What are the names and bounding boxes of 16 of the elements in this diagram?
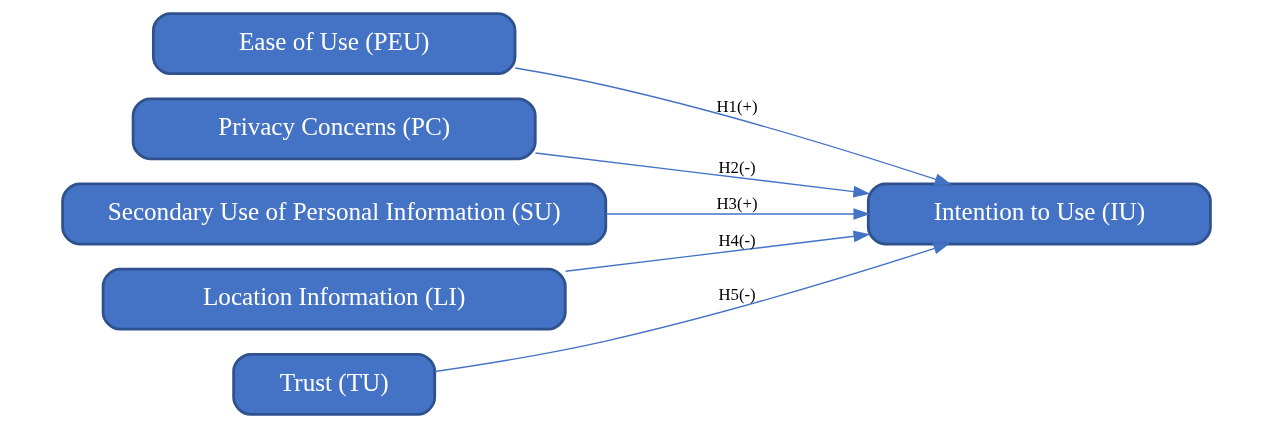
- edge-label: H4(-): [717, 230, 756, 250]
- node-box: Location Information (LI): [101, 267, 567, 331]
- arrow: [604, 208, 870, 220]
- node-box: Secondary Use of Personal Information (SU): [60, 182, 607, 246]
- node-box: Trust (TU): [231, 352, 436, 416]
- edge-label: H2(-): [717, 157, 756, 177]
- arrow: [534, 152, 870, 198]
- arrow: [433, 242, 950, 373]
- arrow: [564, 230, 870, 272]
- arrow: [514, 67, 951, 185]
- node-box: Ease of Use (PEU): [151, 12, 516, 76]
- edge-label: H1(+): [716, 96, 758, 116]
- edge-label: H5(-): [717, 285, 756, 305]
- edge-label: H3(+): [716, 194, 758, 214]
- node-box: Privacy Concerns (PC): [131, 97, 537, 161]
- node-box: Intention to Use (IU): [866, 182, 1212, 246]
